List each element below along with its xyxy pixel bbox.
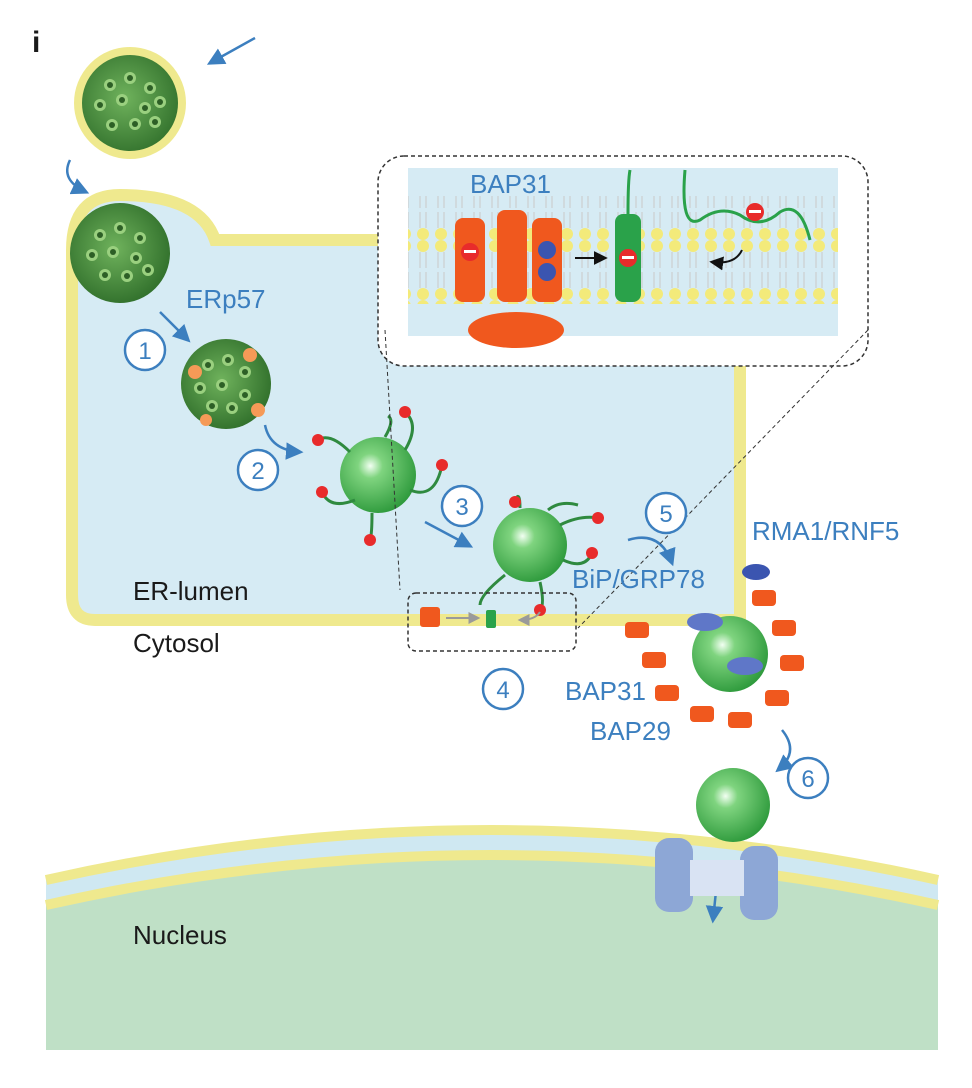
virus-particle-icon	[70, 203, 170, 303]
label-bap31-inset: BAP31	[470, 169, 551, 199]
step-3: 3	[455, 494, 468, 521]
label-bip-grp78: BiP/GRP78	[572, 564, 705, 594]
label-rma1-rnf5: RMA1/RNF5	[752, 516, 899, 546]
step-markers	[123, 328, 830, 800]
nuclear-pore-icon	[655, 838, 778, 920]
label-nucleus: Nucleus	[133, 920, 227, 950]
bap31-inset	[377, 155, 869, 629]
step-2: 2	[251, 458, 264, 485]
label-bap29: BAP29	[590, 716, 671, 746]
step-1: 1	[138, 338, 151, 365]
pathway-arrows	[66, 36, 795, 924]
capsid-core-icon	[478, 494, 604, 616]
virus-particle-icon	[74, 47, 186, 159]
capsid-core-icon	[687, 613, 768, 692]
step-4: 4	[496, 677, 509, 704]
panel-label: i	[32, 26, 40, 59]
step-6: 6	[801, 766, 814, 793]
capsid-core-icon	[312, 406, 448, 546]
bap31-complex-ring	[625, 564, 804, 728]
label-bap31: BAP31	[565, 676, 646, 706]
capsid-core-icon	[696, 768, 770, 842]
label-er-lumen: ER-lumen	[133, 576, 249, 606]
step-5: 5	[659, 501, 672, 528]
step4-inset	[407, 592, 577, 652]
label-erp57: ERp57	[186, 284, 266, 314]
virus-particle-icon	[181, 339, 271, 429]
label-cytosol: Cytosol	[133, 628, 220, 658]
